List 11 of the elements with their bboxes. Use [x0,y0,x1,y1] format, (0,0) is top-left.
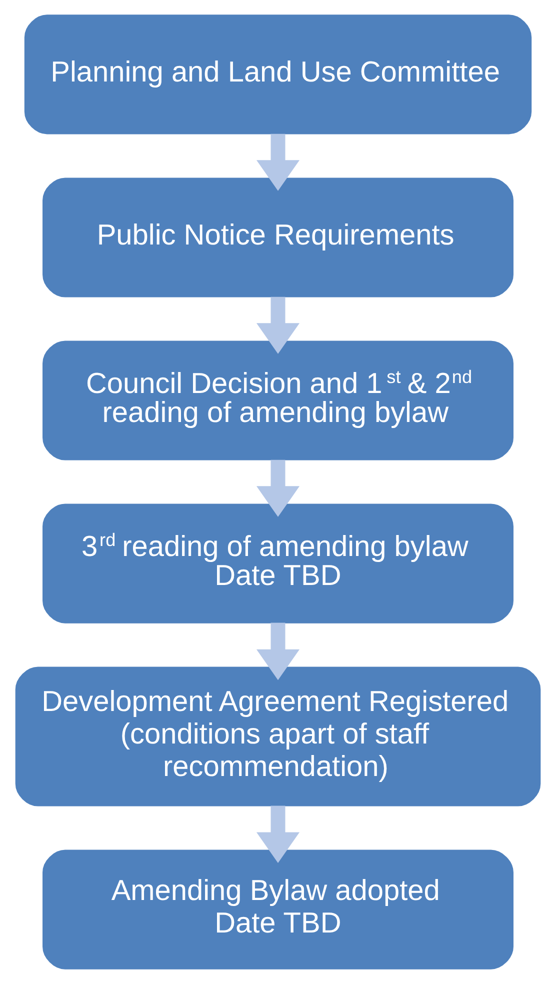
node-box: Amending Bylaw adopted Date TBD [42,850,513,970]
node-box: Public Notice Requirements [42,178,513,298]
node-box: Development Agreement Registered (conditions apart of staff recommendation) [14,666,540,806]
arrow [256,460,300,517]
arrow [256,806,300,863]
arrow [256,296,300,354]
arrow [256,622,300,680]
node-box: 3$^{rd}$ reading of amending bylaw Date TBD [42,504,513,624]
node-box: Planning and Land Use Committee [24,14,532,134]
node-box: Council Decision and 1$^{st}$ & 2$^{nd}$ reading of amending bylaw [42,340,513,460]
arrow [256,134,300,191]
